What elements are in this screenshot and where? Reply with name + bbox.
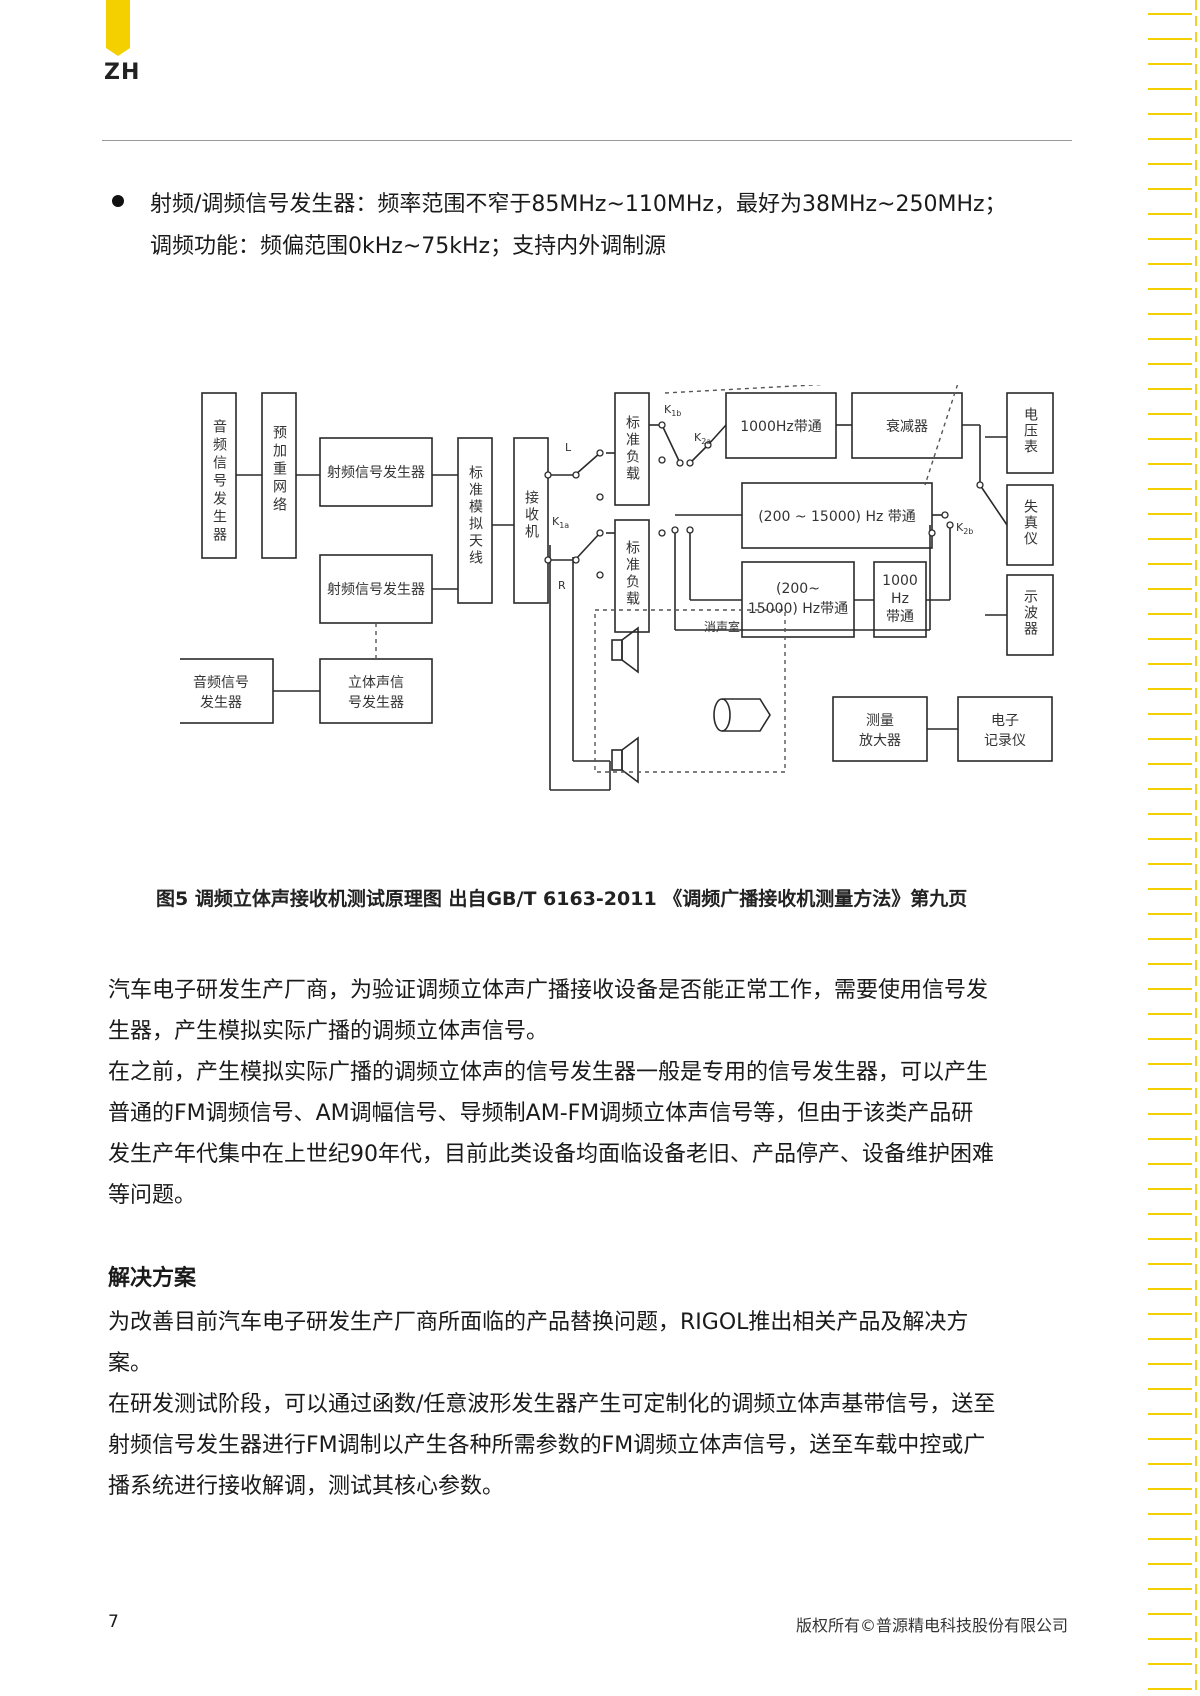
switch-k1a: K1a bbox=[552, 515, 569, 530]
paragraph-1: 汽车电子研发生产厂商，为验证调频立体声广播接收设备是否能正常工作，需要使用信号发… bbox=[108, 970, 1093, 1052]
section-title: 解决方案 bbox=[108, 1266, 197, 1291]
rf-generator-box bbox=[319, 437, 433, 507]
logo-text: ZH bbox=[104, 60, 141, 85]
paragraph-4-line-2: 射频信号发生器进行FM调制以产生各种所需参数的FM调频立体声信号，送至车载中控或… bbox=[108, 1433, 986, 1458]
switch-k2a: K2a bbox=[694, 431, 711, 446]
std-load-top-label: 标准负载 bbox=[624, 415, 640, 483]
bullet-line-2: 调频功能：频偏范围0kHz~75kHz；支持内外调制源 bbox=[150, 234, 667, 259]
bp1000b-label-3: 带通 bbox=[886, 609, 914, 625]
recorder-label-2: 记录仪 bbox=[984, 733, 1026, 749]
audio-generator-label: 音频信号发生器 bbox=[211, 418, 227, 545]
bp200b-label-2: 15000) Hz带通 bbox=[748, 601, 848, 617]
bp200b-label-1: (200~ bbox=[776, 581, 820, 597]
audio-gen-label-1: 音频信号 bbox=[193, 674, 249, 691]
distortion-label: 失真仪 bbox=[1022, 499, 1038, 547]
paragraph-2: 在之前，产生模拟实际广播的调频立体声的信号发生器一般是专用的信号发生器，可以产生… bbox=[108, 1052, 1093, 1216]
paragraph-3-line-2: 案。 bbox=[108, 1351, 153, 1376]
paragraph-2-line-1: 在之前，产生模拟实际广播的调频立体声的信号发生器一般是专用的信号发生器，可以产生 bbox=[108, 1060, 989, 1085]
bp1000b-label-1: 1000 bbox=[882, 573, 918, 589]
bullet-line-1: 射频/调频信号发生器：频率范围不窄于85MHz~110MHz，最好为38MHz~… bbox=[150, 192, 1007, 217]
attenuator-label: 衰减器 bbox=[886, 418, 928, 435]
recorder-box bbox=[957, 696, 1053, 762]
switch-k1b: K1b bbox=[664, 403, 681, 418]
copyright-text: 版权所有©普源精电科技股份有限公司 bbox=[795, 1616, 1068, 1635]
stereo-gen-box bbox=[319, 658, 433, 724]
bp1000b-label-2: Hz bbox=[891, 591, 909, 607]
oscilloscope-label: 示波器 bbox=[1022, 589, 1038, 637]
switch-k2b: K2b bbox=[956, 521, 973, 536]
logo-mark bbox=[106, 0, 130, 56]
audio-gen-box bbox=[168, 658, 274, 724]
paragraph-3: 为改善目前汽车电子研发生产厂商所面临的产品替换问题，RIGOL推出相关产品及解决… bbox=[108, 1302, 1093, 1384]
paragraph-3-line-1: 为改善目前汽车电子研发生产厂商所面临的产品替换问题，RIGOL推出相关产品及解决… bbox=[108, 1310, 969, 1335]
test-principle-diagram: 音频信号发生器 预加重网络 射频信号发生器 射频信号发生器 标准模拟天线 接收机… bbox=[168, 376, 1080, 849]
paragraph-4-line-1: 在研发测试阶段，可以通过函数/任意波形发生器产生可定制化的调频立体声基带信号，送… bbox=[108, 1392, 996, 1417]
paragraph-4-line-3: 播系统进行接收解调，测试其核心参数。 bbox=[108, 1474, 505, 1499]
paragraph-1-line-2: 生器，产生模拟实际广播的调频立体声信号。 bbox=[108, 1019, 549, 1044]
std-antenna-box bbox=[457, 437, 493, 604]
voltmeter-box bbox=[1006, 392, 1054, 474]
audio-gen-label-2: 发生器 bbox=[200, 695, 242, 711]
label-R: R bbox=[558, 579, 566, 592]
bullet-dot bbox=[112, 195, 124, 207]
stereo-gen-label-2: 号发生器 bbox=[348, 695, 404, 711]
preemphasis-label: 预加重网络 bbox=[271, 425, 287, 515]
bp200b-box bbox=[741, 561, 855, 638]
paragraph-2-line-4: 等问题。 bbox=[108, 1183, 197, 1208]
std-antenna-label: 标准模拟天线 bbox=[467, 465, 483, 567]
decorative-stripe bbox=[1148, 0, 1197, 1696]
amp-label-1: 测量 bbox=[866, 713, 894, 729]
figure-caption: 图5 调频立体声接收机测试原理图 出自GB/T 6163-2011 《调频广播接… bbox=[156, 888, 968, 910]
amp-box bbox=[832, 696, 928, 762]
stereo-gen-label-1: 立体声信 bbox=[348, 675, 404, 691]
rf-generator-label: 射频信号发生器 bbox=[327, 465, 425, 481]
paragraph-4: 在研发测试阶段，可以通过函数/任意波形发生器产生可定制化的调频立体声基带信号，送… bbox=[108, 1384, 1093, 1507]
paragraph-2-line-2: 普通的FM调频信号、AM调幅信号、导频制AM-FM调频立体声信号等，但由于该类产… bbox=[108, 1101, 974, 1126]
std-load-top-box bbox=[614, 392, 650, 506]
bullet-text: 射频/调频信号发生器：频率范围不窄于85MHz~110MHz，最好为38MHz~… bbox=[150, 184, 1090, 268]
amp-label-2: 放大器 bbox=[859, 733, 901, 749]
bp200-label: (200 ~ 15000) Hz 带通 bbox=[758, 509, 916, 525]
std-load-bottom-label: 标准负载 bbox=[624, 540, 640, 608]
recorder-label-1: 电子 bbox=[991, 713, 1019, 729]
paragraph-1-line-1: 汽车电子研发生产厂商，为验证调频立体声广播接收设备是否能正常工作，需要使用信号发 bbox=[108, 978, 989, 1003]
voltmeter-label: 电压表 bbox=[1022, 407, 1038, 455]
anechoic-label: 消声室 bbox=[704, 619, 740, 634]
receiver-label: 接收机 bbox=[523, 489, 539, 541]
paragraph-2-line-3: 发生产年代集中在上世纪90年代，目前此类设备均面临设备老旧、产品停产、设备维护困… bbox=[108, 1142, 994, 1167]
header-divider bbox=[102, 140, 1072, 141]
page-number: 7 bbox=[108, 1612, 119, 1632]
rf-generator-2-label: 射频信号发生器 bbox=[327, 582, 425, 598]
receiver-box bbox=[513, 437, 549, 604]
bp1000-label: 1000Hz带通 bbox=[740, 419, 822, 435]
label-L: L bbox=[565, 441, 572, 454]
